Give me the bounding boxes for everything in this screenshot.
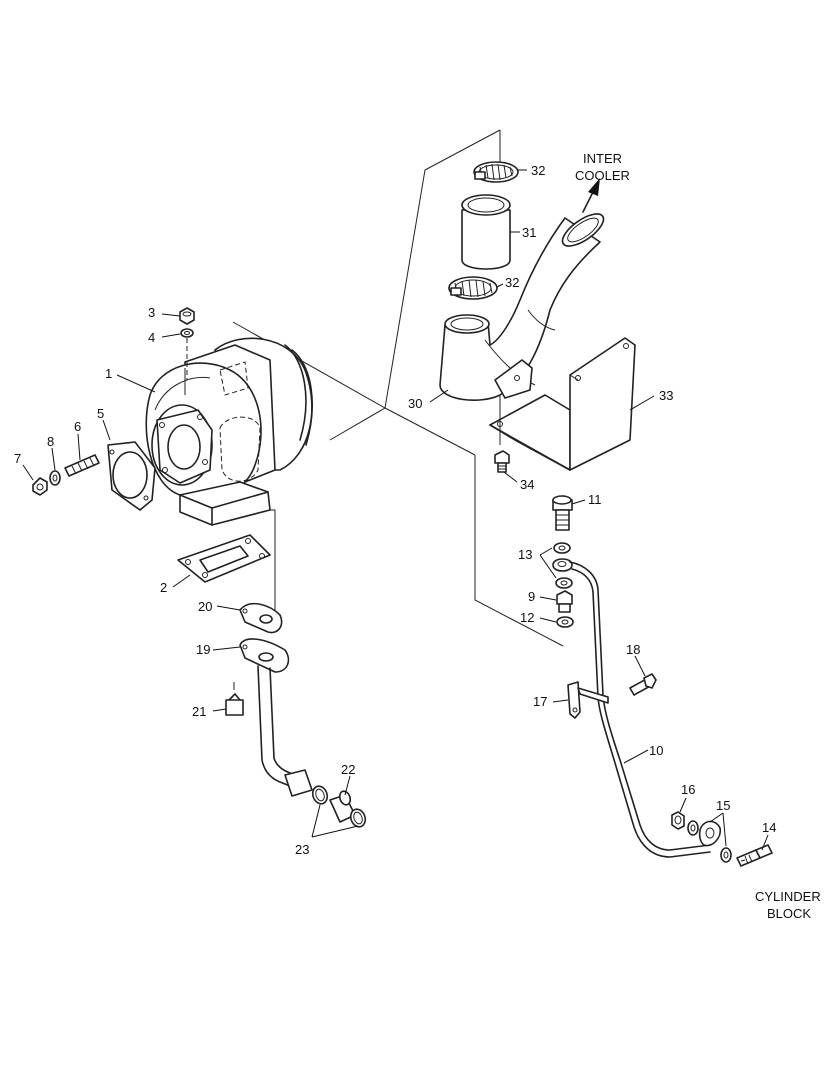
oil-return-pipe	[239, 638, 313, 797]
hose-clamps-22-23	[311, 785, 367, 828]
banjo-fitting	[671, 811, 773, 867]
callout-30: 30	[408, 396, 422, 411]
stud-nut-washer	[32, 454, 100, 496]
callout-21: 21	[192, 704, 206, 719]
bolt-11	[552, 495, 573, 531]
callout-numbers: 1 2 3 4 5 6 7 8 9 10 11 12 13 14 15 16 1…	[14, 163, 776, 857]
callout-32-top: 32	[531, 163, 545, 178]
callout-20: 20	[198, 599, 212, 614]
callout-17: 17	[533, 694, 547, 709]
cylinder-block-label-line1: CYLINDER	[755, 889, 821, 904]
callout-22: 22	[341, 762, 355, 777]
bracket-33	[489, 337, 636, 471]
callout-6: 6	[74, 419, 81, 434]
callout-3: 3	[148, 305, 155, 320]
oil-return-gasket	[239, 602, 283, 634]
exhaust-gasket	[177, 534, 271, 583]
callout-13: 13	[518, 547, 532, 562]
callout-4: 4	[148, 330, 155, 345]
callout-18: 18	[626, 642, 640, 657]
callout-15: 15	[716, 798, 730, 813]
intercooler-label-line2: COOLER	[575, 168, 630, 183]
clip-17	[567, 681, 609, 719]
callout-34: 34	[520, 477, 534, 492]
callout-32-lower: 32	[505, 275, 519, 290]
callout-8: 8	[47, 434, 54, 449]
callout-11: 11	[588, 492, 602, 507]
callout-5: 5	[97, 406, 104, 421]
text-labels: INTER COOLER CYLINDER BLOCK	[575, 151, 821, 921]
reference-lines	[232, 129, 564, 647]
turbocharger	[145, 337, 313, 526]
bolt-34	[494, 450, 510, 473]
air-pipe-30	[439, 213, 605, 401]
callout-1: 1	[105, 366, 112, 381]
cylinder-block-label-line2: BLOCK	[767, 906, 811, 921]
callout-31: 31	[522, 225, 536, 240]
callout-16: 16	[681, 782, 695, 797]
inlet-gasket	[107, 441, 156, 511]
callout-14: 14	[762, 820, 776, 835]
oil-feed-pipe	[569, 561, 711, 858]
bolt-21	[225, 682, 244, 716]
clamp-32-lower	[448, 276, 498, 300]
callout-12: 12	[520, 610, 534, 625]
callout-33: 33	[659, 388, 673, 403]
leader-lines	[22, 169, 769, 851]
washers-connector	[552, 542, 574, 628]
hose-31	[461, 194, 511, 270]
intercooler-label-line1: INTER	[583, 151, 622, 166]
callout-7: 7	[14, 451, 21, 466]
callout-10: 10	[649, 743, 663, 758]
callout-19: 19	[196, 642, 210, 657]
clamp-32-top	[473, 161, 519, 183]
top-nut-washer	[179, 307, 195, 380]
intercooler-arrow	[582, 178, 600, 213]
callout-9: 9	[528, 589, 535, 604]
callout-23: 23	[295, 842, 309, 857]
callout-2: 2	[160, 580, 167, 595]
bolt-18	[629, 673, 657, 696]
